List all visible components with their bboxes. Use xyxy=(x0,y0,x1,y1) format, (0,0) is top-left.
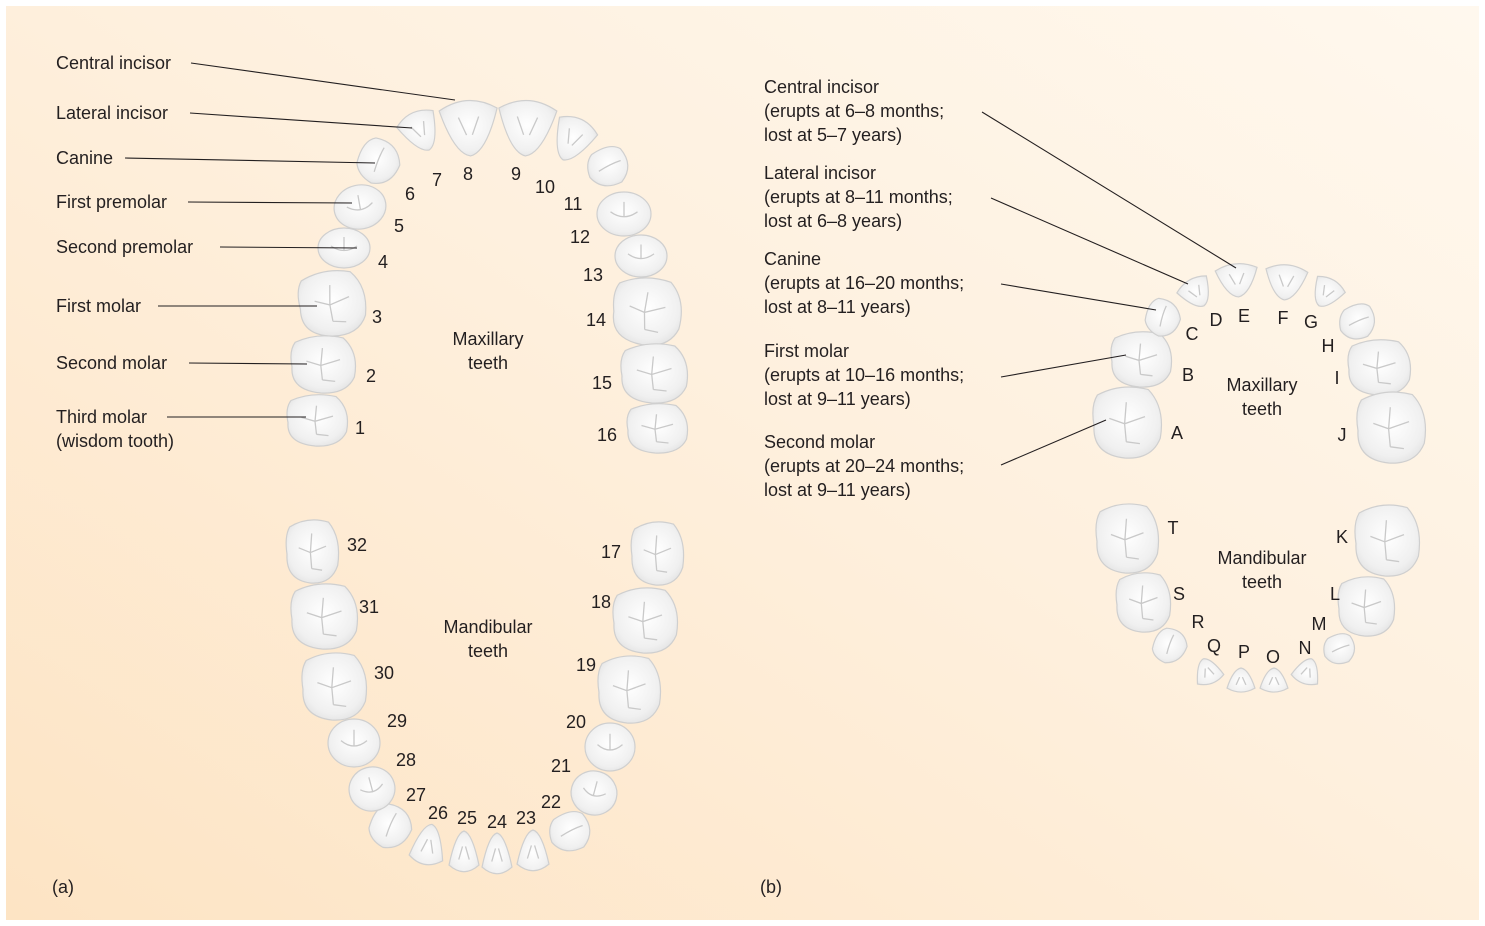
deciduous-mandibular-letter-R: R xyxy=(1192,612,1205,632)
maxillary-tooth-number-7: 7 xyxy=(432,170,442,190)
deciduous-mandibular-tooth-T xyxy=(1096,504,1159,573)
mandibular-tooth-number-19: 19 xyxy=(576,655,596,675)
mandibular-tooth-number-17: 17 xyxy=(601,542,621,562)
deciduous-mandibular-tooth-K xyxy=(1355,505,1420,576)
maxillary-tooth-number-9: 9 xyxy=(511,164,521,184)
mandibular-tooth-number-28: 28 xyxy=(396,750,416,770)
mandibular-tooth-number-21: 21 xyxy=(551,756,571,776)
deciduous-maxillary-tooth-I xyxy=(1348,340,1411,395)
deciduous-mandibular-letter-Q: Q xyxy=(1207,636,1221,656)
mandibular-tooth-number-31: 31 xyxy=(359,597,379,617)
mandibular-tooth-29 xyxy=(328,719,380,767)
mandibular-tooth-32 xyxy=(286,520,338,583)
mandibular-tooth-number-30: 30 xyxy=(374,663,394,683)
deciduous-maxillary-letter-E: E xyxy=(1238,306,1250,326)
deciduous-mandibular-tooth-S xyxy=(1116,573,1170,632)
maxillary-tooth-3 xyxy=(296,268,368,339)
mandibular-tooth-18 xyxy=(613,588,678,653)
callout-a-lateral-incisor: Lateral incisor xyxy=(56,103,168,123)
callout-a-canine: Canine xyxy=(56,148,113,168)
mandibular-tooth-20 xyxy=(585,723,635,771)
deciduous-maxillary-tooth-J xyxy=(1357,392,1426,463)
deciduous-maxillary-tooth-B xyxy=(1111,332,1172,387)
deciduous-mandibular-letter-L: L xyxy=(1330,584,1340,604)
mandibular-tooth-number-32: 32 xyxy=(347,535,367,555)
maxillary-tooth-number-11: 11 xyxy=(564,194,583,214)
deciduous-mandibular-letter-T: T xyxy=(1168,518,1179,538)
deciduous-maxillary-letter-G: G xyxy=(1304,312,1318,332)
maxillary-tooth-number-15: 15 xyxy=(592,373,612,393)
mandibular-tooth-number-27: 27 xyxy=(406,785,426,805)
mandibular-tooth-number-24: 24 xyxy=(487,812,507,832)
mandibular-tooth-number-20: 20 xyxy=(566,712,586,732)
callout-a-first-premolar: First premolar xyxy=(56,192,167,212)
callout-a-second-premolar: Second premolar xyxy=(56,237,193,257)
mandibular-tooth-19 xyxy=(598,656,661,723)
maxillary-tooth-number-16: 16 xyxy=(597,425,617,445)
deciduous-maxillary-letter-J: J xyxy=(1338,425,1347,445)
maxillary-tooth-number-14: 14 xyxy=(586,310,606,330)
deciduous-maxillary-letter-B: B xyxy=(1182,365,1194,385)
mandibular-tooth-number-18: 18 xyxy=(591,592,611,612)
mandibular-tooth-number-29: 29 xyxy=(387,711,407,731)
deciduous-mandibular-letter-N: N xyxy=(1299,638,1312,658)
maxillary-tooth-number-3: 3 xyxy=(372,307,382,327)
mandibular-tooth-30 xyxy=(302,653,367,720)
deciduous-maxillary-letter-I: I xyxy=(1334,368,1339,388)
deciduous-mandibular-letter-M: M xyxy=(1312,614,1327,634)
maxillary-tooth-number-13: 13 xyxy=(583,265,603,285)
maxillary-tooth-12 xyxy=(597,192,651,236)
mandibular-tooth-number-23: 23 xyxy=(516,808,536,828)
maxillary-tooth-1 xyxy=(287,395,348,446)
maxillary-tooth-number-1: 1 xyxy=(355,418,365,438)
maxillary-tooth-number-5: 5 xyxy=(394,216,404,236)
callout-a-central-incisor: Central incisor xyxy=(56,53,171,73)
panel-b-label: (b) xyxy=(760,877,782,897)
deciduous-maxillary-letter-C: C xyxy=(1186,324,1199,344)
maxillary-tooth-number-8: 8 xyxy=(463,164,473,184)
mandibular-tooth-number-25: 25 xyxy=(457,808,477,828)
deciduous-mandibular-letter-K: K xyxy=(1336,527,1348,547)
deciduous-maxillary-letter-D: D xyxy=(1210,310,1223,330)
maxillary-tooth-number-10: 10 xyxy=(535,177,555,197)
callout-a-first-molar: First molar xyxy=(56,296,141,316)
deciduous-maxillary-letter-F: F xyxy=(1278,308,1289,328)
deciduous-maxillary-tooth-A xyxy=(1093,387,1162,458)
panel-a-label: (a) xyxy=(52,877,74,897)
maxillary-tooth-number-4: 4 xyxy=(378,252,388,272)
mandibular-tooth-17 xyxy=(631,522,683,585)
callout-a-second-molar: Second molar xyxy=(56,353,167,373)
deciduous-mandibular-tooth-L xyxy=(1338,577,1395,636)
deciduous-mandibular-letter-O: O xyxy=(1266,647,1280,667)
maxillary-tooth-13 xyxy=(615,235,667,277)
maxillary-tooth-16 xyxy=(627,404,688,453)
deciduous-mandibular-letter-P: P xyxy=(1238,642,1250,662)
deciduous-maxillary-letter-A: A xyxy=(1171,423,1183,443)
mandibular-tooth-number-26: 26 xyxy=(428,803,448,823)
maxillary-tooth-15 xyxy=(621,344,688,403)
deciduous-mandibular-letter-S: S xyxy=(1173,584,1185,604)
mandibular-tooth-31 xyxy=(291,584,358,649)
background-panel xyxy=(6,6,1479,920)
deciduous-maxillary-letter-H: H xyxy=(1322,336,1335,356)
maxillary-tooth-number-2: 2 xyxy=(366,366,376,386)
mandibular-tooth-number-22: 22 xyxy=(541,792,561,812)
maxillary-tooth-number-6: 6 xyxy=(405,184,415,204)
maxillary-tooth-number-12: 12 xyxy=(570,227,590,247)
